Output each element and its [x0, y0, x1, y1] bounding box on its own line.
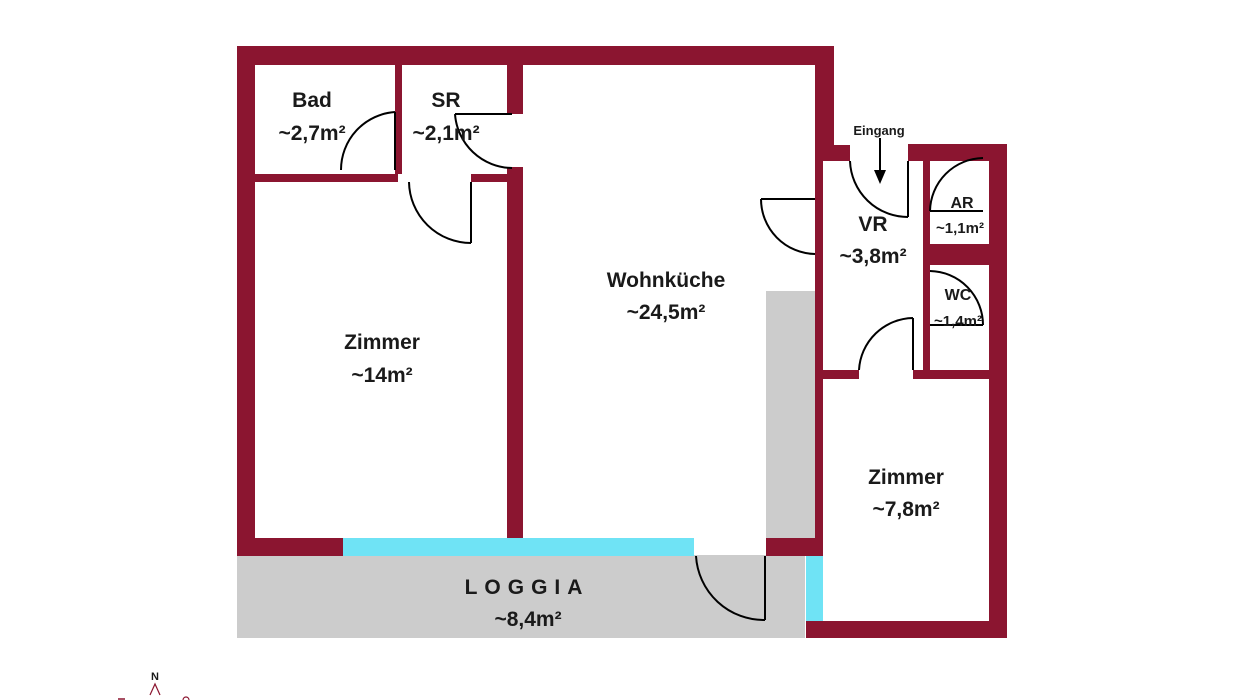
windows — [343, 538, 823, 621]
door-sr — [454, 113, 513, 169]
label-ar-name: AR — [950, 195, 974, 212]
loggia-window — [343, 538, 694, 556]
label-wc-name: WC — [945, 287, 972, 304]
door-zimmer-left — [408, 181, 472, 244]
compass-north-label: N — [151, 671, 159, 683]
door-ar — [929, 157, 984, 212]
entrance-label: Eingang — [853, 123, 904, 138]
doors — [339, 111, 984, 622]
label-bad-name: Bad — [292, 89, 332, 112]
label-loggia-name: LOGGIA — [465, 576, 590, 599]
door-zimmer-right — [858, 317, 914, 371]
door-wohnkueche — [760, 198, 816, 255]
kitchen-counter — [766, 291, 815, 538]
label-wohnkueche-area: ~24,5m² — [627, 301, 706, 324]
label-vr-name: VR — [858, 213, 887, 236]
walls — [237, 46, 1007, 638]
label-zimmer-right-area: ~7,8m² — [872, 498, 939, 521]
label-ar-area: ~1,1m² — [936, 220, 984, 237]
label-loggia-area: ~8,4m² — [494, 608, 561, 631]
label-zimmer-left-area: ~14m² — [351, 364, 412, 387]
label-sr-area: ~2,1m² — [412, 122, 479, 145]
entrance-arrow — [874, 138, 886, 184]
label-zimmer-left-name: Zimmer — [344, 331, 420, 354]
door-entrance — [849, 160, 909, 218]
door-loggia — [695, 555, 766, 622]
label-wohnkueche-name: Wohnküche — [607, 269, 726, 292]
label-bad-area: ~2,7m² — [278, 122, 345, 145]
loggia-floor — [237, 555, 805, 638]
door-bad — [339, 111, 396, 171]
label-wc-area: ~1,4m² — [934, 313, 982, 330]
label-vr-area: ~3,8m² — [839, 245, 906, 268]
door-wc — [929, 270, 984, 326]
room-window — [806, 556, 823, 621]
label-sr-name: SR — [431, 89, 460, 112]
compass-icon: N — [118, 671, 190, 700]
label-zimmer-right-name: Zimmer — [868, 466, 944, 489]
